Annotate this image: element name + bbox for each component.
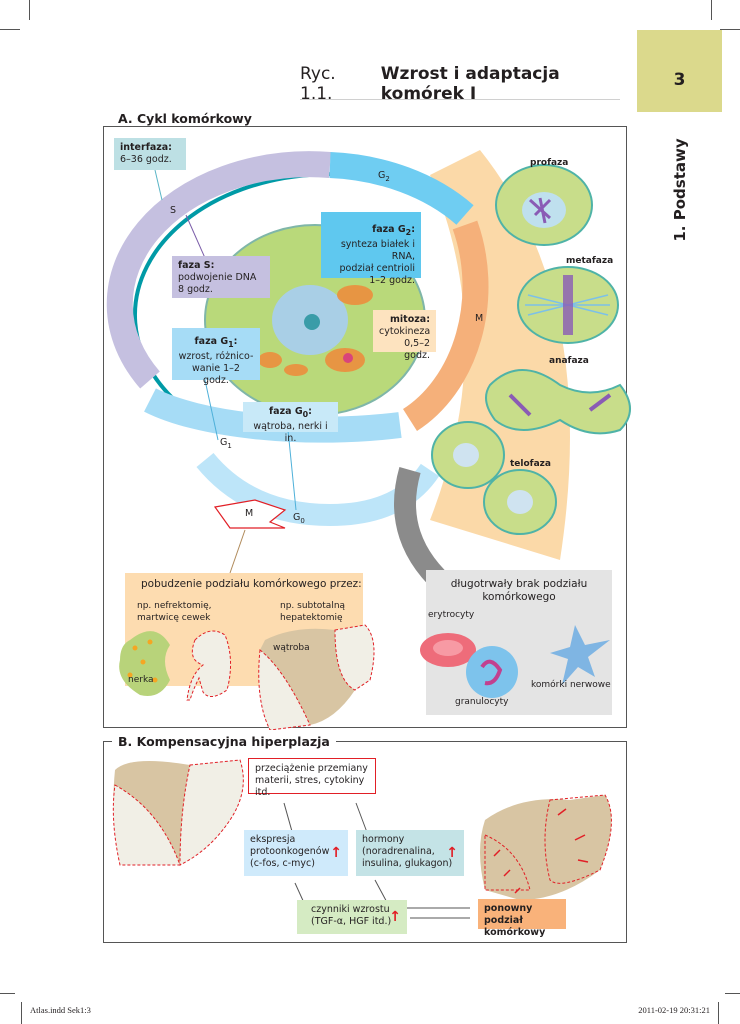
m-exit-label: M [245, 508, 254, 519]
crop-mark [725, 993, 740, 994]
anaphase-cell [485, 369, 631, 435]
crop-mark [720, 29, 740, 30]
connector [185, 214, 206, 259]
connector [204, 379, 219, 441]
neurons-label: komórki nerwowe [531, 680, 611, 690]
crop-mark [21, 1002, 22, 1024]
section-b-frame [103, 741, 627, 943]
anaphase-label: anafaza [549, 356, 589, 366]
header-rule [300, 99, 620, 100]
crop-mark [29, 0, 30, 20]
connector [287, 429, 297, 511]
g2-phase-callout: faza G2:synteza białek i RNA,podział cen… [321, 212, 421, 286]
connector [154, 169, 163, 201]
s-label: S [170, 205, 177, 216]
metaphase-label: metafaza [566, 256, 614, 266]
liver-after [480, 795, 612, 900]
m-phase-arc [402, 220, 489, 431]
increase-arrow-icon: ↑ [330, 845, 342, 861]
growth-factors-box: czynniki wzrostu(TGF-α, HGF itd.)↑ [297, 900, 407, 934]
page-number: 3 [673, 70, 686, 90]
crop-mark [718, 1002, 719, 1024]
kidney-outline [186, 630, 231, 701]
hormones-box: hormony(noradrenalina,insulina, glukagon… [356, 830, 464, 876]
organ-illustrations [119, 624, 375, 730]
crop-mark [711, 0, 712, 20]
section-a-title: A. Cykl komórkowy [112, 111, 258, 126]
nucleolus [304, 314, 320, 330]
g0-phase-callout: faza G0:wątroba, nerki i in. [243, 402, 338, 444]
g2-label: G2 [378, 170, 390, 183]
footer-file: Atlas.indd Sek1:3 [30, 1005, 91, 1015]
g0-label: G0 [293, 512, 305, 525]
m-label: M [475, 313, 484, 324]
increase-arrow-icon: ↑ [446, 845, 458, 861]
hyperplasia-diagram [112, 759, 612, 919]
crop-mark [0, 29, 20, 30]
cell-illustrations [420, 625, 610, 698]
stimulation-title: pobudzenie podziału komórkowego przez: [141, 578, 362, 590]
granulocyte [466, 646, 518, 698]
prophase-label: profaza [530, 158, 569, 168]
erythrocytes-label: erytrocyty [428, 610, 475, 620]
g1-phase-callout: faza G1:wzrost, różnico-wanie 1–2 godz. [172, 328, 260, 386]
section-a-frame [103, 126, 627, 728]
interphase-callout: interfaza:6–36 godz. [114, 138, 186, 170]
liver-label: wątroba [273, 643, 310, 653]
section-b-title: B. Kompensacyjna hiperplazja [112, 734, 336, 749]
increase-arrow-icon: ↑ [389, 909, 401, 925]
neuron [550, 625, 610, 685]
page-number-tab: 3 [637, 30, 722, 112]
g1-label: G1 [220, 437, 232, 450]
g2-phase-arc [329, 152, 474, 225]
crop-mark [0, 993, 15, 994]
granulocytes-label: granulocyty [455, 697, 509, 707]
organelle [343, 353, 353, 363]
kidney-label: nerka [128, 675, 154, 685]
s-phase-arc [106, 151, 332, 389]
m-exit-marker [213, 499, 287, 529]
stimulation-left-text: np. nefrektomię,martwicę cewek [137, 601, 212, 623]
telophase-label: telofaza [510, 459, 551, 469]
footer-timestamp: 2011-02-19 20:31:21 [638, 1005, 710, 1015]
connector [229, 529, 246, 574]
